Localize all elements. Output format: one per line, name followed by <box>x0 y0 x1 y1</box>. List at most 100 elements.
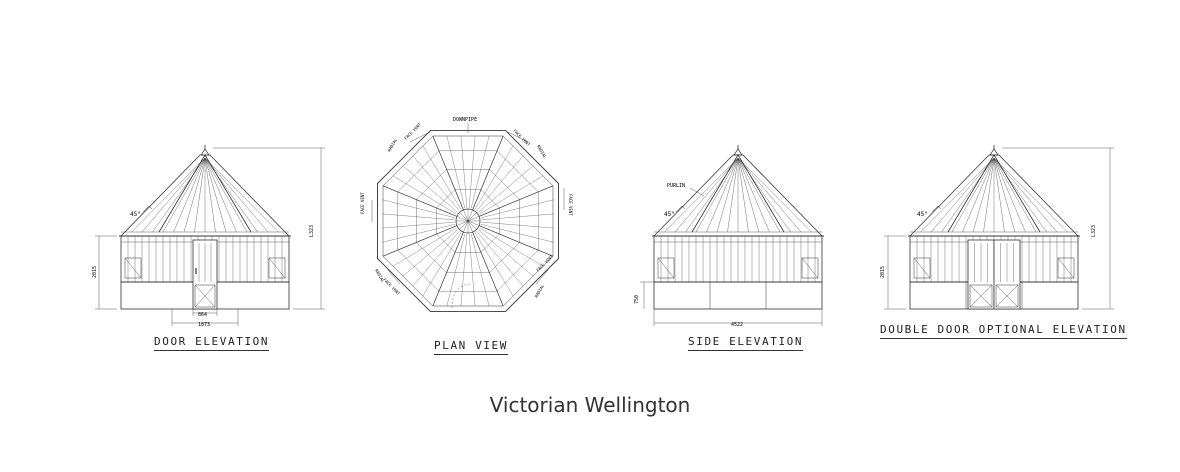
plan-glazing-bar <box>382 199 456 218</box>
roof-glazing-bar <box>993 157 1037 233</box>
angle-marker <box>931 205 942 213</box>
roof-glazing-bar <box>131 157 206 233</box>
side-width-dim: 4522 <box>731 322 743 328</box>
plan-glazing-bar <box>474 232 514 297</box>
double-angle-label: 45° <box>917 211 928 218</box>
roof-glazing-bar <box>204 157 227 233</box>
plan-glazing-bar <box>392 175 457 215</box>
plan-view-caption: PLAN VIEW <box>434 339 509 355</box>
plan-glazing-bar <box>422 145 462 210</box>
door-panel <box>969 284 993 308</box>
hip-rafter <box>158 154 206 233</box>
hip-rafter <box>691 154 739 233</box>
lantern-rib <box>467 212 477 222</box>
roof-glazing-bar <box>141 157 206 233</box>
plan-glazing-bar <box>468 233 476 307</box>
plan-hip <box>472 231 504 307</box>
plan-label: FACE VENT <box>403 121 422 140</box>
plan-glazing-bar <box>446 233 465 307</box>
plan-label: FACE VENT <box>512 128 531 147</box>
side-elevation-drawing <box>640 145 824 326</box>
lantern-rib <box>463 209 469 222</box>
hip-rafter <box>993 154 1041 233</box>
plan-glazing-bar <box>477 229 534 277</box>
roof-glazing-bar <box>737 157 791 233</box>
plan-glazing-bar <box>446 135 465 209</box>
label-leader <box>507 131 529 143</box>
roof-glazing-bar <box>972 157 995 233</box>
plan-glazing-bar <box>480 213 554 221</box>
plan-label: RADIAL <box>536 144 548 160</box>
roof-glazing-bar <box>951 157 995 233</box>
roof-glazing-bar <box>674 157 739 233</box>
roof-glazing-bar <box>204 157 248 233</box>
door-panel <box>969 284 993 308</box>
plan-label: RADIAL <box>387 137 399 153</box>
purlin-leader <box>689 187 705 197</box>
lantern-rib <box>467 220 477 230</box>
roof-glazing-bar <box>737 157 802 233</box>
roof-glazing-bar <box>685 157 739 233</box>
roof-glazing-bar <box>716 157 739 233</box>
plan-glazing-bar <box>471 233 490 307</box>
plan-glazing-bar <box>402 229 459 277</box>
roof-glazing-bar <box>737 157 749 233</box>
purlin-label: PURLIN <box>667 183 685 189</box>
roof-glazing-bar <box>204 157 258 233</box>
door-height-left-dim: 2015 <box>92 266 98 278</box>
vent-window <box>124 257 142 279</box>
roof-glazing-bar <box>737 157 770 233</box>
roof-glazing-bar <box>993 157 1016 233</box>
door-height-right-dim: L323 <box>309 225 315 237</box>
plan-glazing-bar <box>402 165 459 213</box>
roof-glazing-bar <box>993 157 1026 233</box>
plan-glazing-bar <box>479 227 544 267</box>
roof-glazing-bar <box>183 157 206 233</box>
lantern-rib <box>467 220 473 233</box>
drawing-title: Victorian Wellington <box>489 393 691 417</box>
plan-glazing-bar <box>392 227 457 267</box>
lantern-rib <box>463 220 469 233</box>
plan-purlin <box>397 150 539 292</box>
plan-hip <box>472 135 504 211</box>
door-panel <box>995 284 1019 308</box>
plan-glazing-bar <box>412 230 460 287</box>
roof-glazing-bar <box>695 157 739 233</box>
roof-glazing-bar <box>962 157 995 233</box>
roof-glazing-bar <box>930 157 995 233</box>
plan-label: RADIAL <box>374 268 386 284</box>
plan-hip <box>382 185 458 217</box>
angle-marker <box>675 205 686 213</box>
vent-window <box>268 257 286 279</box>
vent-window <box>268 257 286 279</box>
lantern-rib <box>459 212 469 222</box>
downpipe-label: DOWNPIPE <box>453 117 477 123</box>
vent-window <box>801 257 819 279</box>
side-elevation-caption: SIDE ELEVATION <box>688 335 804 351</box>
plan-hip <box>432 231 464 307</box>
door-angle-label: 45° <box>130 211 141 218</box>
door-panel <box>194 284 216 308</box>
plan-glazing-bar <box>476 155 524 212</box>
roof-glazing-bar <box>993 157 1005 233</box>
plan-glazing-bar <box>468 135 476 209</box>
roof-glazing-bar <box>204 157 279 233</box>
plan-hip <box>382 225 458 257</box>
plan-glazing-bar <box>480 221 554 229</box>
plan-glazing-bar <box>412 155 460 212</box>
door-width-dim: 864 <box>198 312 207 318</box>
door-base-width-dim: 1873 <box>198 322 210 328</box>
hip-rafter <box>204 154 252 233</box>
plan-glazing-bar <box>480 224 554 243</box>
hip-rafter <box>737 154 785 233</box>
plan-label: FACE VENT <box>568 194 573 216</box>
plan-hip <box>432 135 464 211</box>
lantern-rib <box>459 220 469 230</box>
label-leader <box>409 131 431 143</box>
roof-glazing-bar <box>173 157 206 233</box>
door-panel <box>194 284 216 308</box>
plan-label: FACE VENT <box>360 192 365 214</box>
vent-window <box>913 257 931 279</box>
door-swing <box>451 283 471 309</box>
roof-glazing-bar <box>152 157 206 233</box>
